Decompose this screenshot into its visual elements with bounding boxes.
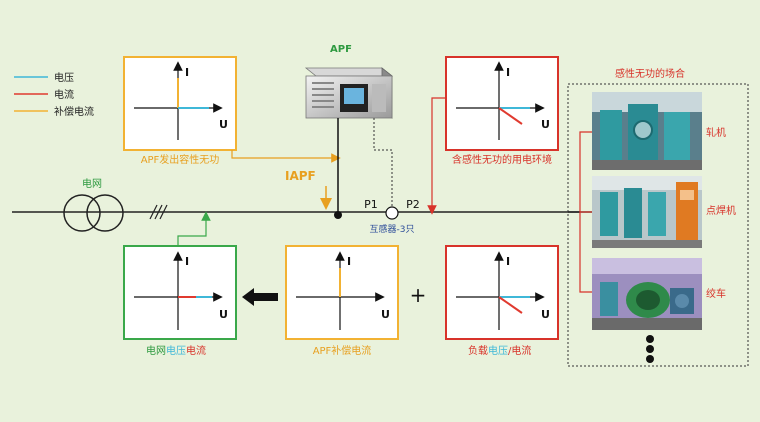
apf-capacitive-caption: APF发出容性无功: [141, 153, 220, 166]
grid-caption-part3: 电流: [186, 344, 206, 357]
ct-sense-line: [373, 118, 393, 206]
legend-compensation-label: 补偿电流: [54, 105, 94, 118]
apf-junction-dot: [334, 211, 342, 219]
apf-comp-i-label: I: [347, 255, 351, 268]
grid-transformer-icon: [63, 194, 124, 232]
grid-caption-part1: 电网: [146, 344, 166, 357]
load-caption-part3: /电流: [508, 344, 531, 357]
apf-capacitive-panel: I U: [123, 56, 237, 151]
load-i-label: I: [506, 255, 510, 268]
grid-label: 电网: [82, 177, 102, 190]
scenario-item-winch: 绞车: [706, 287, 726, 300]
scenario-panel: [567, 83, 749, 367]
plus-sign: +: [410, 283, 427, 307]
inductive-u-label: U: [541, 118, 550, 131]
apf-compensation-caption: APF补偿电流: [313, 344, 372, 357]
ct-p2-label: P2: [406, 198, 420, 211]
ct-p1-label: P1: [364, 198, 378, 211]
more-items-icon: [646, 335, 654, 363]
apf-capacitive-connector: [231, 150, 341, 163]
apf-cap-u-label: U: [219, 118, 228, 131]
grid-i-label: I: [185, 255, 189, 268]
grid-caption: 电网电压电流: [146, 344, 206, 357]
load-caption: 负载电压/电流: [468, 344, 531, 357]
apf-compensation-panel: I U: [285, 245, 399, 340]
legend-current-label: 电流: [54, 88, 74, 101]
grid-panel: I U: [123, 245, 237, 340]
load-u-label: U: [541, 308, 550, 321]
current-transformer-icon: [385, 206, 399, 220]
scenario-item-spot-welder: 点焊机: [706, 204, 736, 217]
apf-cap-i-label: I: [185, 66, 189, 79]
load-panel: I U: [445, 245, 559, 340]
winch-picture: [592, 258, 702, 330]
iapf-label: IAPF: [285, 169, 316, 183]
scenario-title: 感性无功的场合: [615, 67, 685, 80]
spot-welder-picture: [592, 176, 702, 248]
apf-device-icon: [304, 67, 394, 119]
three-phase-mark-icon: [149, 204, 168, 220]
grid-panel-connector: [177, 211, 211, 246]
rolling-mill-picture: [592, 92, 702, 170]
scenario-item-rolling-mill: 轧机: [706, 126, 726, 139]
inductive-caption: 含感性无功的用电环境: [452, 153, 552, 166]
inductive-i-label: I: [506, 66, 510, 79]
grid-u-label: U: [219, 308, 228, 321]
grid-caption-part2: 电压: [166, 344, 186, 357]
apf-comp-u-label: U: [381, 308, 390, 321]
inductive-panel: I U: [445, 56, 559, 151]
load-caption-part2: 电压: [488, 344, 508, 357]
legend-voltage-label: 电压: [54, 71, 74, 84]
apf-device-label: APF: [330, 44, 352, 55]
result-arrow-icon: [242, 288, 278, 306]
load-caption-part1: 负载: [468, 344, 488, 357]
legend: 电压 电流 补偿电流: [14, 71, 94, 118]
ct-caption: 互感器-3只: [370, 223, 415, 235]
inductive-connector: [427, 97, 446, 215]
